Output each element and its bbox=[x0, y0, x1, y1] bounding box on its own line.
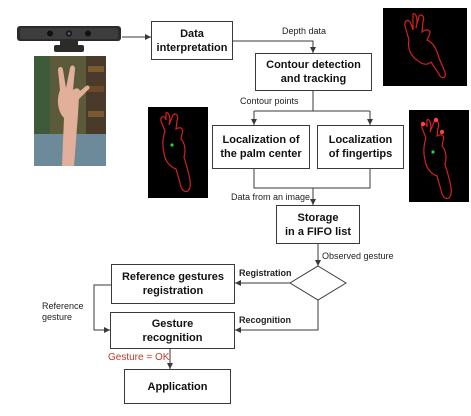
edge-recognition bbox=[235, 300, 319, 333]
palm-center-box: Localization of the palm center bbox=[212, 125, 310, 169]
label-observed-gesture: Observed gesture bbox=[322, 251, 394, 261]
storage-box: Storage in a FIFO list bbox=[276, 205, 360, 244]
label-contour-points: Contour points bbox=[240, 96, 299, 106]
edge-merge bbox=[253, 169, 371, 189]
label-depth-data: Depth data bbox=[282, 26, 327, 36]
application-box: Application bbox=[124, 369, 231, 404]
depth-sensor-icon bbox=[17, 26, 121, 52]
hand-photo bbox=[34, 56, 106, 166]
gesture-recognition-box: Gesture recognition bbox=[110, 312, 235, 349]
label-data-from-image: Data from an image bbox=[231, 192, 311, 202]
contour-detection-box: Contour detection and tracking bbox=[255, 53, 372, 91]
label-reference-gesture: Reference gesture bbox=[42, 301, 84, 322]
label-registration: Registration bbox=[239, 268, 292, 278]
decision-diamond bbox=[289, 265, 347, 301]
reference-registration-box: Reference gestures registration bbox=[111, 264, 235, 304]
label-recognition: Recognition bbox=[239, 315, 291, 325]
edge-depth-data bbox=[233, 40, 316, 53]
data-interpretation-box: Data interpretation bbox=[151, 21, 233, 60]
hand-contour-palm-image bbox=[148, 107, 208, 198]
hand-contour-image bbox=[383, 8, 467, 86]
edge-reference-gesture bbox=[93, 284, 111, 333]
fingertips-box: Localization of fingertips bbox=[317, 125, 404, 169]
label-gesture-ok: Gesture = OK bbox=[108, 352, 170, 363]
hand-contour-fingertips-image bbox=[409, 110, 469, 202]
